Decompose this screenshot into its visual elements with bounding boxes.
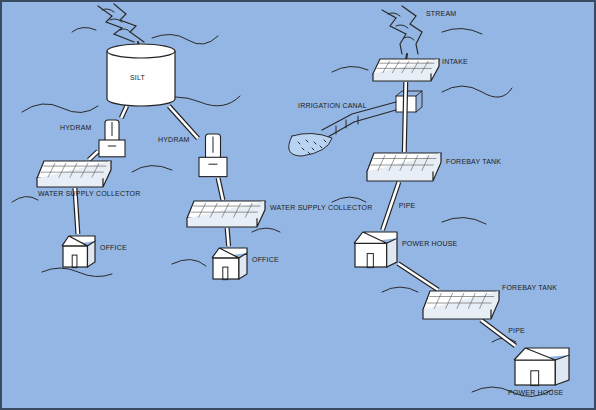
pipe-outline xyxy=(89,151,98,160)
basin-node: FOREBAY TANK xyxy=(366,152,442,182)
structure-label: OFFICE xyxy=(100,244,127,252)
structure-label: POWER HOUSE xyxy=(508,389,563,397)
pipe-fill xyxy=(89,151,98,160)
pipe-connector xyxy=(404,82,405,152)
pipe-outline xyxy=(382,182,398,230)
basin-outline xyxy=(422,290,500,320)
feature-label: STREAM xyxy=(426,10,456,18)
house-outline xyxy=(62,234,96,268)
pipe-fill xyxy=(121,106,127,118)
pipe-outline xyxy=(218,178,223,200)
structure-label: HYDRAM xyxy=(60,124,92,132)
structure-label: INTAKE xyxy=(442,58,468,66)
pipe-fill xyxy=(169,106,198,138)
pipe-fill xyxy=(404,82,405,152)
building-node: POWER HOUSE xyxy=(514,346,570,386)
pump-node: HYDRAM xyxy=(98,118,126,158)
feature-label: IRRIGATION CANAL xyxy=(298,102,367,110)
pipe-connector xyxy=(382,182,398,230)
structure-label: FOREBAY TANK xyxy=(502,284,557,292)
building-node: POWER HOUSE xyxy=(354,230,398,268)
house-outline xyxy=(514,346,570,386)
pump-outline xyxy=(98,118,126,158)
pipe-connector xyxy=(121,106,127,118)
basin-outline xyxy=(186,200,266,228)
pipe-fill xyxy=(218,178,223,200)
basin-node: INTAKE xyxy=(372,58,440,82)
pipe-outline xyxy=(404,82,405,152)
pipe-connector xyxy=(169,106,198,138)
basin-outline xyxy=(366,152,442,182)
pipe-connector xyxy=(218,178,223,200)
pipe-connector xyxy=(227,228,228,246)
pipe-outline xyxy=(398,263,438,290)
tank-node: SILT xyxy=(106,44,176,106)
pump-node: HYDRAM xyxy=(198,132,228,178)
house-outline xyxy=(212,246,248,280)
structure-label: OFFICE xyxy=(252,256,279,264)
pipe-outline xyxy=(169,106,198,138)
pump-outline xyxy=(198,132,228,178)
structure-label: WATER SUPPLY COLLECTOR xyxy=(38,190,140,198)
pipe-fill xyxy=(382,182,398,230)
pipe-label: PIPE xyxy=(508,327,525,335)
pipe-label: PIPE xyxy=(399,202,416,210)
basin-outline xyxy=(36,160,112,188)
structure-label: SILT xyxy=(130,74,145,82)
house-outline xyxy=(354,230,398,268)
pipe-outline xyxy=(121,106,127,118)
structure-label: HYDRAM xyxy=(158,136,190,144)
pipe-connector xyxy=(89,151,98,160)
basin-node: WATER SUPPLY COLLECTOR xyxy=(36,160,112,188)
basin-outline xyxy=(372,58,440,82)
structure-label: POWER HOUSE xyxy=(402,240,457,248)
pipe-connector xyxy=(398,263,438,290)
basin-node: WATER SUPPLY COLLECTOR xyxy=(186,200,266,228)
building-node: OFFICE xyxy=(212,246,248,280)
pipe-outline xyxy=(227,228,228,246)
building-node: OFFICE xyxy=(62,234,96,268)
structure-label: FOREBAY TANK xyxy=(446,158,501,166)
structure-label: WATER SUPPLY COLLECTOR xyxy=(270,204,372,212)
pipe-fill xyxy=(227,228,228,246)
pipe-fill xyxy=(398,263,438,290)
basin-node: FOREBAY TANK xyxy=(422,290,500,320)
